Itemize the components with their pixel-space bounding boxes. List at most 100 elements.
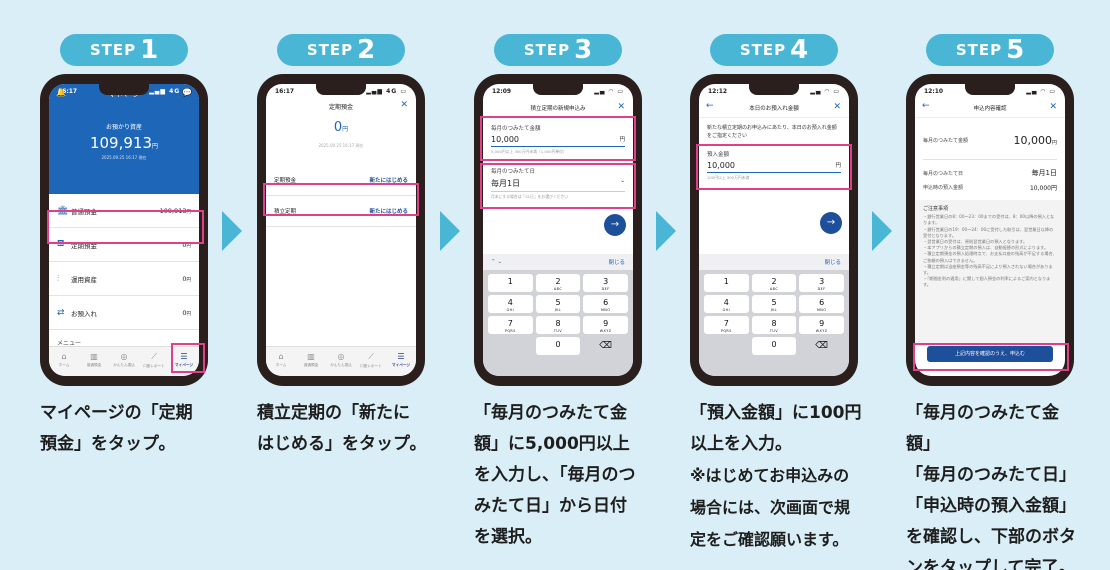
balance-label: お預かり資産: [105, 124, 142, 131]
signal-icon: ▂▄ ◠ ▭: [1026, 88, 1056, 95]
line-chart-icon: ⟋: [368, 352, 374, 361]
key-1[interactable]: 1: [704, 274, 749, 292]
tab-savings[interactable]: ▥普通預金: [79, 347, 109, 376]
home-icon: ⌂: [61, 352, 67, 361]
monthly-day-select[interactable]: 毎月1日⌄: [491, 178, 625, 192]
step-caption: 「毎月のつみたて金額」 「毎月のつみたて日」 「申込時の預入金額」 を確認し、下…: [906, 403, 1076, 570]
close-icon[interactable]: ✕: [617, 102, 625, 112]
phone-frame: 12:09▂▄ ◠ ▭ 積立定期の新規申込み✕ 毎月のつみたて金額 10,000…: [474, 74, 642, 386]
notice-title: ご注意事項: [923, 206, 949, 212]
balance-date: 2025.09.25 16:17 現在: [101, 155, 147, 160]
back-arrow-icon[interactable]: ←: [922, 101, 930, 111]
screen-header: 積立定期の新規申込み✕: [483, 98, 633, 118]
phone-notch: [749, 84, 799, 95]
start-installment-link[interactable]: 新たにはじめる: [369, 209, 408, 215]
row-time-deposit: 定期預金新たにはじめる: [266, 165, 416, 196]
balance-amount: 109,913円: [89, 134, 159, 152]
tab-bar: ⌂ホーム ▥普通預金 ◎かんたん振込 ⟋口座レポート ☰マイページ: [266, 346, 416, 376]
submit-application-button[interactable]: 上記内容を確認のうえ、申込む: [927, 346, 1053, 362]
close-keyboard-button[interactable]: 閉じる: [608, 260, 625, 266]
close-icon[interactable]: ✕: [1049, 102, 1057, 112]
tab-transfer[interactable]: ◎かんたん振込: [109, 347, 139, 376]
key-0[interactable]: 0: [535, 337, 581, 355]
back-arrow-icon[interactable]: ←: [706, 101, 714, 111]
tab-report[interactable]: ⟋口座レポート: [356, 347, 386, 376]
next-arrow-button[interactable]: →: [604, 214, 626, 236]
confirm-day-row: 毎月のつみたて日毎月1日: [923, 169, 1057, 177]
chat-icon[interactable]: 💬: [182, 88, 192, 97]
notice-text: ・銀行営業日の8：00〜23：00までの受付は、8：00以降の預入となります。 …: [923, 214, 1057, 288]
next-arrow-icon: [222, 211, 242, 251]
status-bar: 12:12▂▄ ◠ ▭: [699, 84, 849, 98]
bell-icon[interactable]: 🔔: [56, 88, 66, 97]
start-time-deposit-link[interactable]: 新たにはじめる: [369, 178, 408, 184]
close-icon[interactable]: ✕: [833, 102, 841, 112]
tab-home[interactable]: ⌂ホーム: [49, 347, 79, 376]
line-chart-icon: ⟋: [151, 352, 157, 361]
close-icon[interactable]: ✕: [400, 100, 408, 110]
phone-notch: [99, 84, 149, 95]
amount-label: 毎月のつみたて金額: [491, 126, 541, 132]
user-icon: ☰: [180, 352, 188, 361]
delete-key-icon[interactable]: ⌫: [815, 341, 829, 351]
key-0[interactable]: 0: [751, 337, 797, 355]
step-caption: 「毎月のつみたて金 額」に5,000円以上 を入力し、「毎月のつ みたて日」から…: [474, 403, 636, 547]
deposit-amount-screen: 12:12▂▄ ◠ ▭ ←本日のお預入れ金額✕ 新たな積立定期のお申込みにあたり…: [699, 84, 849, 376]
delete-key-icon[interactable]: ⌫: [599, 341, 613, 351]
close-keyboard-button[interactable]: 閉じる: [824, 260, 841, 266]
mypage-screen: 16:17▂▄▆ 4G ▭ 🔔 💬 マイページ お預かり資産 109,913円 …: [49, 84, 199, 376]
key-1[interactable]: 1: [488, 274, 533, 292]
next-arrow-button[interactable]: →: [820, 212, 842, 234]
bar-chart-icon: ▥: [90, 352, 98, 361]
tab-report[interactable]: ⟋口座レポート: [139, 347, 169, 376]
chevron-down-icon: ⌄: [620, 178, 625, 184]
transfer-icon: ◎: [120, 352, 128, 361]
installment-form-screen: 12:09▂▄ ◠ ▭ 積立定期の新規申込み✕ 毎月のつみたて金額 10,000…: [483, 84, 633, 376]
page-title: 申込内容確認: [973, 106, 1007, 112]
keyboard-toolbar: ⌃ ⌄ 閉じる: [483, 254, 633, 270]
key-blank: [488, 337, 533, 355]
tab-mypage[interactable]: ☰マイページ: [386, 347, 416, 376]
tab-savings[interactable]: ▥普通預金: [296, 347, 326, 376]
home-icon: ⌂: [278, 352, 284, 361]
tab-transfer[interactable]: ◎かんたん振込: [326, 347, 356, 376]
tab-home[interactable]: ⌂ホーム: [266, 347, 296, 376]
chevron-up-down-icon[interactable]: ⌃ ⌄: [491, 259, 502, 265]
deposit-icon: ⇄: [57, 307, 65, 318]
tab-mypage[interactable]: ☰マイページ: [169, 347, 199, 376]
next-arrow-icon: [656, 211, 676, 251]
step-caption: 「預入金額」に100円 以上を入力。 ※はじめてお申込みの 場合には、次画面で規…: [690, 403, 862, 549]
screen-header: ← 申込内容確認 ✕: [915, 98, 1065, 118]
